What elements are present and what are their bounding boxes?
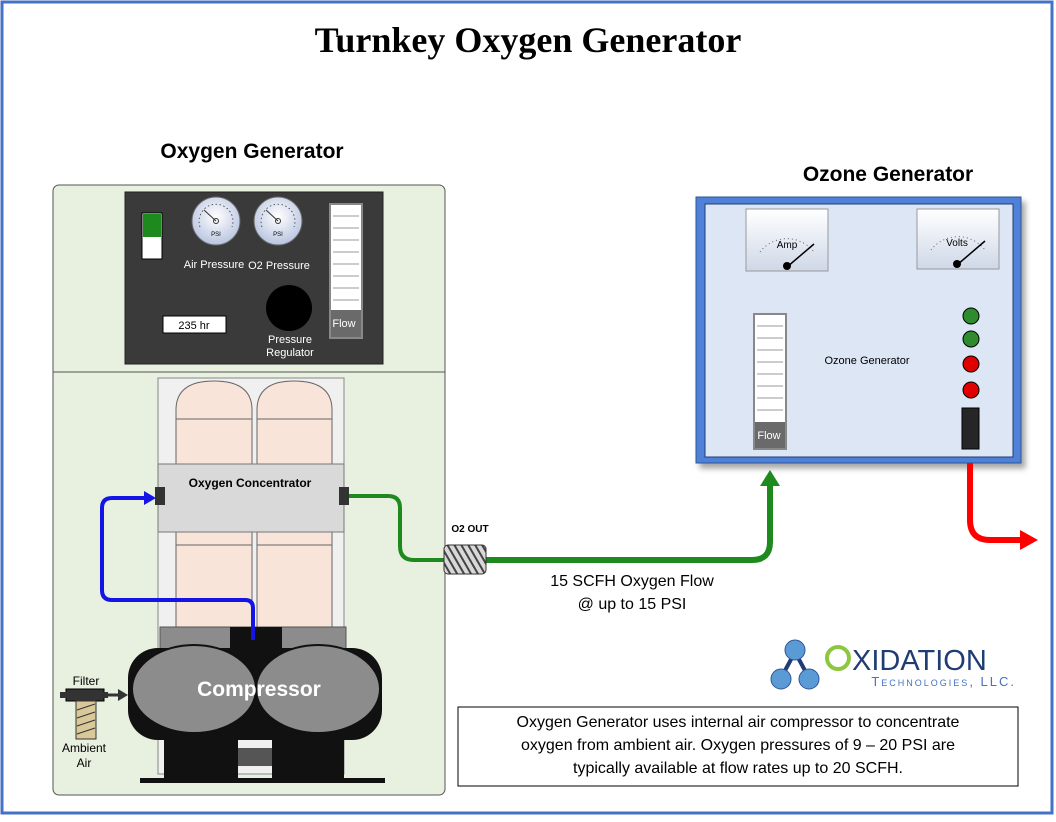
air-pressure-gauge: PSI bbox=[191, 196, 241, 246]
air-pressure-label: Air Pressure bbox=[184, 259, 245, 271]
indicator-lights bbox=[962, 307, 980, 399]
concentrator-inlet-port bbox=[155, 487, 165, 505]
logo-subtitle: Technologies, LLC. bbox=[871, 674, 1016, 689]
ozone-flow-meter: Flow bbox=[753, 313, 787, 450]
o2-pressure-label: O2 Pressure bbox=[248, 260, 310, 272]
pressure-regulator-knob[interactable] bbox=[266, 285, 312, 331]
volts-meter: Volts bbox=[916, 208, 1000, 270]
intake-filter bbox=[60, 688, 128, 740]
o2-pressure-gauge: PSI bbox=[253, 196, 303, 246]
ozone-panel-label: Ozone Generator bbox=[825, 355, 910, 367]
oxygen-concentrator bbox=[157, 463, 345, 533]
ambient-label-line2: Air bbox=[77, 756, 92, 770]
oxygen-line-internal bbox=[349, 494, 445, 562]
indicator-light bbox=[962, 355, 980, 373]
page-title: Turnkey Oxygen Generator bbox=[315, 20, 742, 60]
description-box bbox=[457, 706, 1019, 787]
indicator-light bbox=[962, 330, 980, 348]
ozone-output-arrowhead bbox=[1020, 530, 1038, 550]
compressor bbox=[128, 626, 385, 783]
oxygen-flow-meter: Flow bbox=[329, 203, 363, 339]
ozone-generator-heading: Ozone Generator bbox=[803, 163, 973, 186]
ozone-power-switch[interactable] bbox=[961, 407, 980, 450]
ozone-flow-label: Flow bbox=[757, 430, 780, 442]
hour-meter-value: 235 hr bbox=[178, 320, 210, 332]
compressor-label: Compressor bbox=[197, 678, 321, 701]
o2-out-label: O2 OUT bbox=[451, 524, 488, 535]
oxygen-line-arrowhead bbox=[760, 470, 780, 486]
air-line-arrowhead bbox=[144, 491, 156, 505]
oxygen-generator-heading: Oxygen Generator bbox=[160, 140, 343, 163]
indicator-light bbox=[962, 381, 980, 399]
o2-gauge-unit: PSI bbox=[273, 232, 283, 238]
oxygen-line-external bbox=[486, 482, 773, 563]
regulator-label-line2: Regulator bbox=[266, 347, 314, 359]
power-switch[interactable] bbox=[141, 212, 163, 260]
description-line3: typically available at flow rates up to … bbox=[573, 760, 903, 777]
regulator-label-line1: Pressure bbox=[268, 334, 312, 346]
flow-note-line2: @ up to 15 PSI bbox=[578, 596, 687, 613]
o2-out-fitting bbox=[443, 544, 487, 575]
hour-meter bbox=[162, 315, 227, 334]
oxygen-concentrator-label: Oxygen Concentrator bbox=[189, 476, 312, 490]
logo-o-ring bbox=[825, 645, 851, 671]
ambient-label-line1: Ambient bbox=[62, 741, 107, 755]
concentrator-outlet-port bbox=[339, 487, 349, 505]
air-line bbox=[100, 496, 255, 640]
indicator-light bbox=[962, 307, 980, 325]
air-gauge-unit: PSI bbox=[211, 232, 221, 238]
logo-name: XIDATION bbox=[852, 645, 987, 677]
o2-flow-label: Flow bbox=[332, 318, 355, 330]
description-line2: oxygen from ambient air. Oxygen pressure… bbox=[521, 737, 955, 754]
filter-label: Filter bbox=[73, 674, 100, 688]
amp-meter: Amp bbox=[745, 208, 829, 272]
flow-note-line1: 15 SCFH Oxygen Flow bbox=[550, 573, 714, 590]
description-line1: Oxygen Generator uses internal air compr… bbox=[517, 714, 960, 731]
oxidation-logo: XIDATION Technologies, LLC. bbox=[770, 639, 1016, 690]
amp-label: Amp bbox=[777, 240, 798, 251]
volts-label: Volts bbox=[946, 238, 968, 249]
ozone-output-line bbox=[967, 463, 1022, 543]
